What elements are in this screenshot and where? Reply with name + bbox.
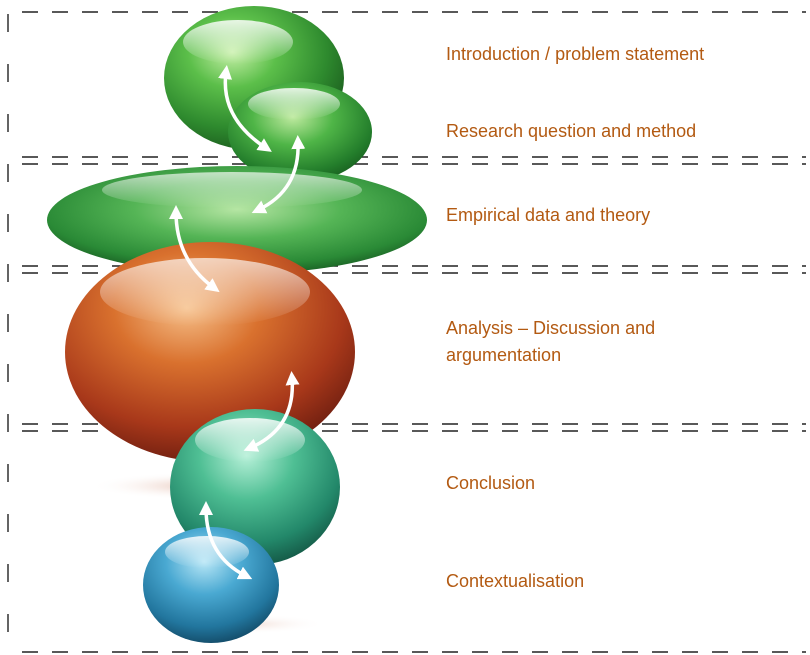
- double-arrow-icon: [251, 135, 306, 214]
- label-analysis-line1: Analysis – Discussion and: [446, 318, 656, 338]
- label-empirical: Empirical data and theory: [446, 205, 651, 225]
- sphere-stack: [47, 6, 427, 643]
- label-analysis-line2: argumentation: [446, 345, 562, 365]
- label-introduction: Introduction / problem statement: [446, 44, 705, 64]
- double-arrow-icon: [199, 501, 253, 580]
- double-arrow-icon: [243, 371, 300, 452]
- double-arrow-icon: [169, 205, 220, 293]
- label-research: Research question and method: [446, 121, 697, 141]
- label-conclusion: Conclusion: [446, 473, 536, 493]
- connector-arrows: [169, 65, 306, 580]
- label-contextualisation: Contextualisation: [446, 571, 585, 591]
- sphere-contextualisation: [143, 527, 279, 643]
